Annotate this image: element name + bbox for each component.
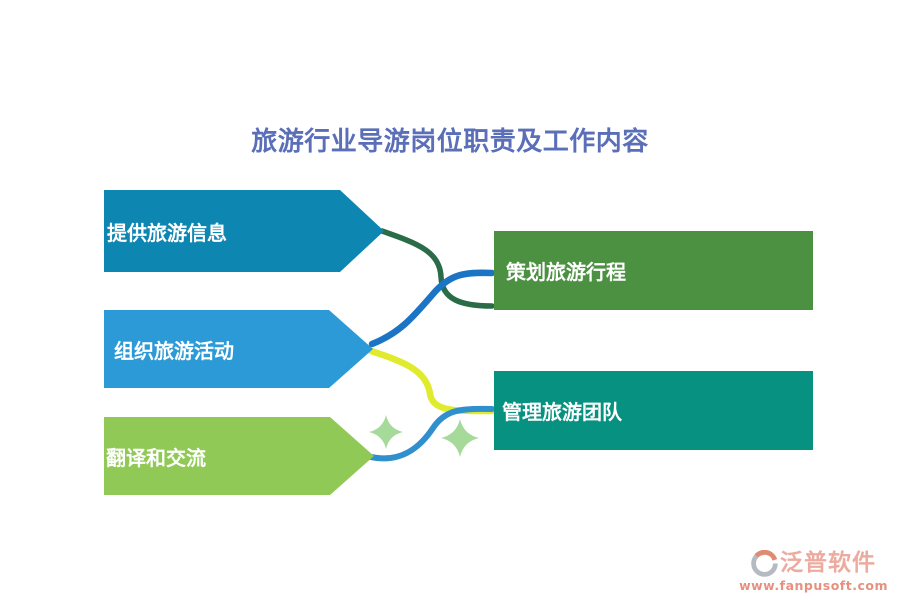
- duty-box-label: 策划旅游行程: [506, 260, 626, 284]
- duty-box-manage-team: 管理旅游团队: [494, 371, 813, 450]
- curve-translate-to-manage: [368, 405, 495, 462]
- duty-arrow-translate: 翻译和交流: [104, 417, 374, 495]
- duty-box-label: 管理旅游团队: [502, 400, 622, 424]
- curve-organize-to-manage: [367, 347, 496, 415]
- duty-arrow-organize-activity: 组织旅游活动: [104, 310, 373, 388]
- watermark: 泛普软件 www.fanpusoft.com: [739, 549, 888, 593]
- curve-organize-to-plan: [368, 269, 496, 348]
- sparkle-icon: [441, 419, 479, 457]
- duty-box-plan-itinerary: 策划旅游行程: [494, 231, 813, 310]
- duty-arrow-provide-info: 提供旅游信息: [104, 190, 384, 272]
- page-title: 旅游行业导游岗位职责及工作内容: [251, 127, 649, 157]
- curve-info-to-plan: [379, 228, 495, 309]
- watermark-brand: 泛普软件: [780, 549, 877, 576]
- duty-arrow-label: 翻译和交流: [106, 445, 206, 470]
- sparkle-icon: [369, 415, 403, 449]
- watermark-url: www.fanpusoft.com: [739, 577, 888, 593]
- fanpu-logo-icon: [751, 549, 778, 577]
- duty-arrow-label: 提供旅游信息: [107, 220, 227, 245]
- duty-arrow-label: 组织旅游活动: [114, 338, 234, 363]
